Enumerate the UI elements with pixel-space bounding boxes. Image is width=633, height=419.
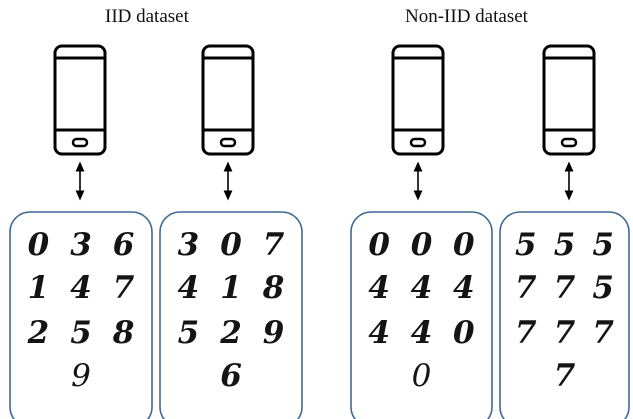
handwritten-digit: 0: [368, 227, 390, 263]
handwritten-digit: 7: [515, 270, 537, 306]
handwritten-digit: 5: [592, 270, 614, 306]
handwritten-digit: 9: [263, 315, 285, 351]
handwritten-digit: 5: [70, 315, 92, 351]
smartphone-icon: [53, 44, 107, 156]
handwritten-digit: 7: [554, 270, 576, 306]
handwritten-digit: 2: [27, 315, 50, 351]
handwritten-digit: 4: [368, 270, 390, 306]
smartphone-icon: [542, 44, 596, 156]
handwritten-digit: 4: [453, 270, 475, 306]
handwritten-digit: 5: [515, 227, 537, 263]
handwritten-digit: 5: [178, 315, 200, 351]
handwritten-digit: 7: [515, 315, 537, 351]
non-iid-dataset-title: Non-IID dataset: [405, 6, 528, 27]
handwritten-digit: 8: [262, 270, 285, 306]
handwritten-digit: 4: [411, 270, 433, 306]
handwritten-digit: 1: [28, 270, 50, 306]
handwritten-digit: 0: [28, 227, 50, 263]
handwritten-digit: 7: [113, 270, 135, 306]
handwritten-digit: 5: [592, 227, 614, 263]
handwritten-digit: 1: [220, 270, 242, 306]
handwritten-digit: 7: [263, 227, 285, 263]
handwritten-digit: 0: [453, 227, 475, 263]
handwritten-digit: 6: [113, 227, 135, 263]
handwritten-digit: 7: [554, 315, 576, 351]
smartphone-icon: [391, 44, 445, 156]
handwritten-digit: 4: [70, 270, 92, 306]
handwritten-digit: 0: [411, 227, 433, 263]
handwritten-digit: 0: [220, 227, 242, 263]
smartphone-icon: [201, 44, 255, 156]
handwritten-digit: 4: [368, 315, 390, 351]
handwritten-digit: 2: [219, 315, 242, 351]
handwritten-digit: 5: [554, 227, 576, 263]
handwritten-digit: 4: [178, 270, 200, 306]
handwritten-digit: 4: [411, 315, 433, 351]
iid-dataset-title: IID dataset: [105, 6, 189, 27]
handwritten-digit: 7: [554, 358, 576, 394]
handwritten-digit: 8: [112, 315, 135, 351]
handwritten-digit: 7: [592, 315, 614, 351]
handwritten-digit: 3: [178, 227, 200, 263]
handwritten-digit: 0: [453, 315, 475, 351]
handwritten-digit: 3: [70, 227, 92, 263]
handwritten-digit: 0: [412, 358, 432, 394]
handwritten-digit: 9: [71, 358, 91, 394]
handwritten-digit: 6: [220, 358, 242, 394]
